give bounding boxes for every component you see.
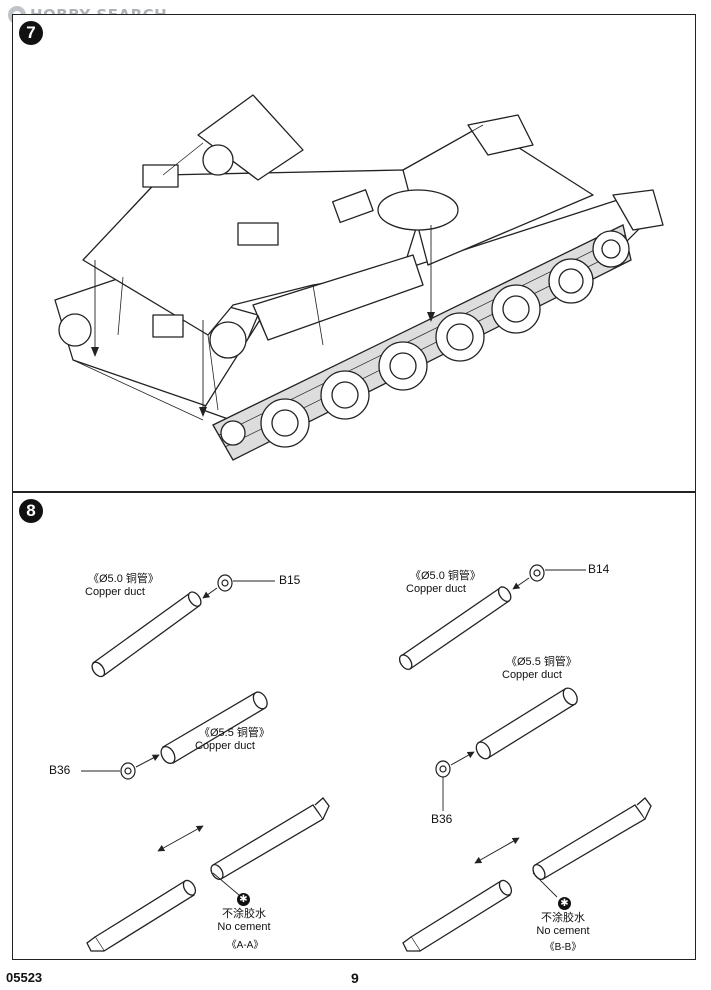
- right-duct-4: [402, 879, 513, 952]
- right-duct-2-name: Copper duct: [502, 669, 562, 681]
- right-duct-2-spec: 《Ø5.5 铜管》: [506, 656, 577, 668]
- left-part-b36: [120, 762, 136, 780]
- left-part-b15: [217, 574, 233, 592]
- left-no-cement-icon: ✱: [237, 893, 250, 906]
- left-duct-1-spec: 《Ø5.0 铜管》: [88, 573, 159, 585]
- right-view-label: 《B-B》: [544, 942, 582, 953]
- kit-code: 05523: [6, 970, 43, 985]
- left-duct-2-spec: 《Ø5.5 铜管》: [199, 727, 270, 739]
- left-duct-2: [160, 691, 268, 765]
- left-duct-1-name: Copper duct: [85, 586, 145, 598]
- right-no-cement-icon: ✱: [558, 897, 571, 910]
- step-8-panel: 8: [12, 492, 696, 960]
- left-no-cement-en: No cement: [217, 921, 271, 933]
- left-duct-3: [210, 797, 330, 880]
- right-duct-1-name: Copper duct: [406, 583, 466, 595]
- left-no-cement-cn: 不涂胶水: [222, 908, 266, 920]
- right-part-b36: [435, 760, 451, 778]
- right-duct-3: [532, 797, 652, 880]
- right-no-cement-cn: 不涂胶水: [541, 912, 585, 924]
- tank-hull-assembly-drawing: [54, 94, 664, 461]
- right-part-b14-label: B14: [588, 562, 610, 576]
- right-duct-1: [398, 586, 512, 670]
- step-7-panel: 7: [12, 14, 696, 492]
- right-duct-1-spec: 《Ø5.0 铜管》: [410, 570, 481, 582]
- left-duct-2-name: Copper duct: [195, 740, 255, 752]
- left-part-b36-label: B36: [49, 763, 71, 777]
- right-part-b14: [529, 564, 545, 582]
- right-duct-2: [475, 687, 578, 760]
- right-part-b36-label: B36: [431, 812, 453, 826]
- page-number: 9: [351, 970, 359, 986]
- step-8-number: 8: [19, 499, 43, 523]
- left-duct-4: [86, 879, 197, 952]
- copper-duct-assembly-drawing: [81, 564, 652, 952]
- left-view-label: 《A-A》: [226, 940, 264, 951]
- step-7-number: 7: [19, 21, 43, 45]
- left-part-b15-label: B15: [279, 573, 301, 587]
- right-no-cement-en: No cement: [536, 925, 590, 937]
- left-duct-1: [91, 591, 202, 678]
